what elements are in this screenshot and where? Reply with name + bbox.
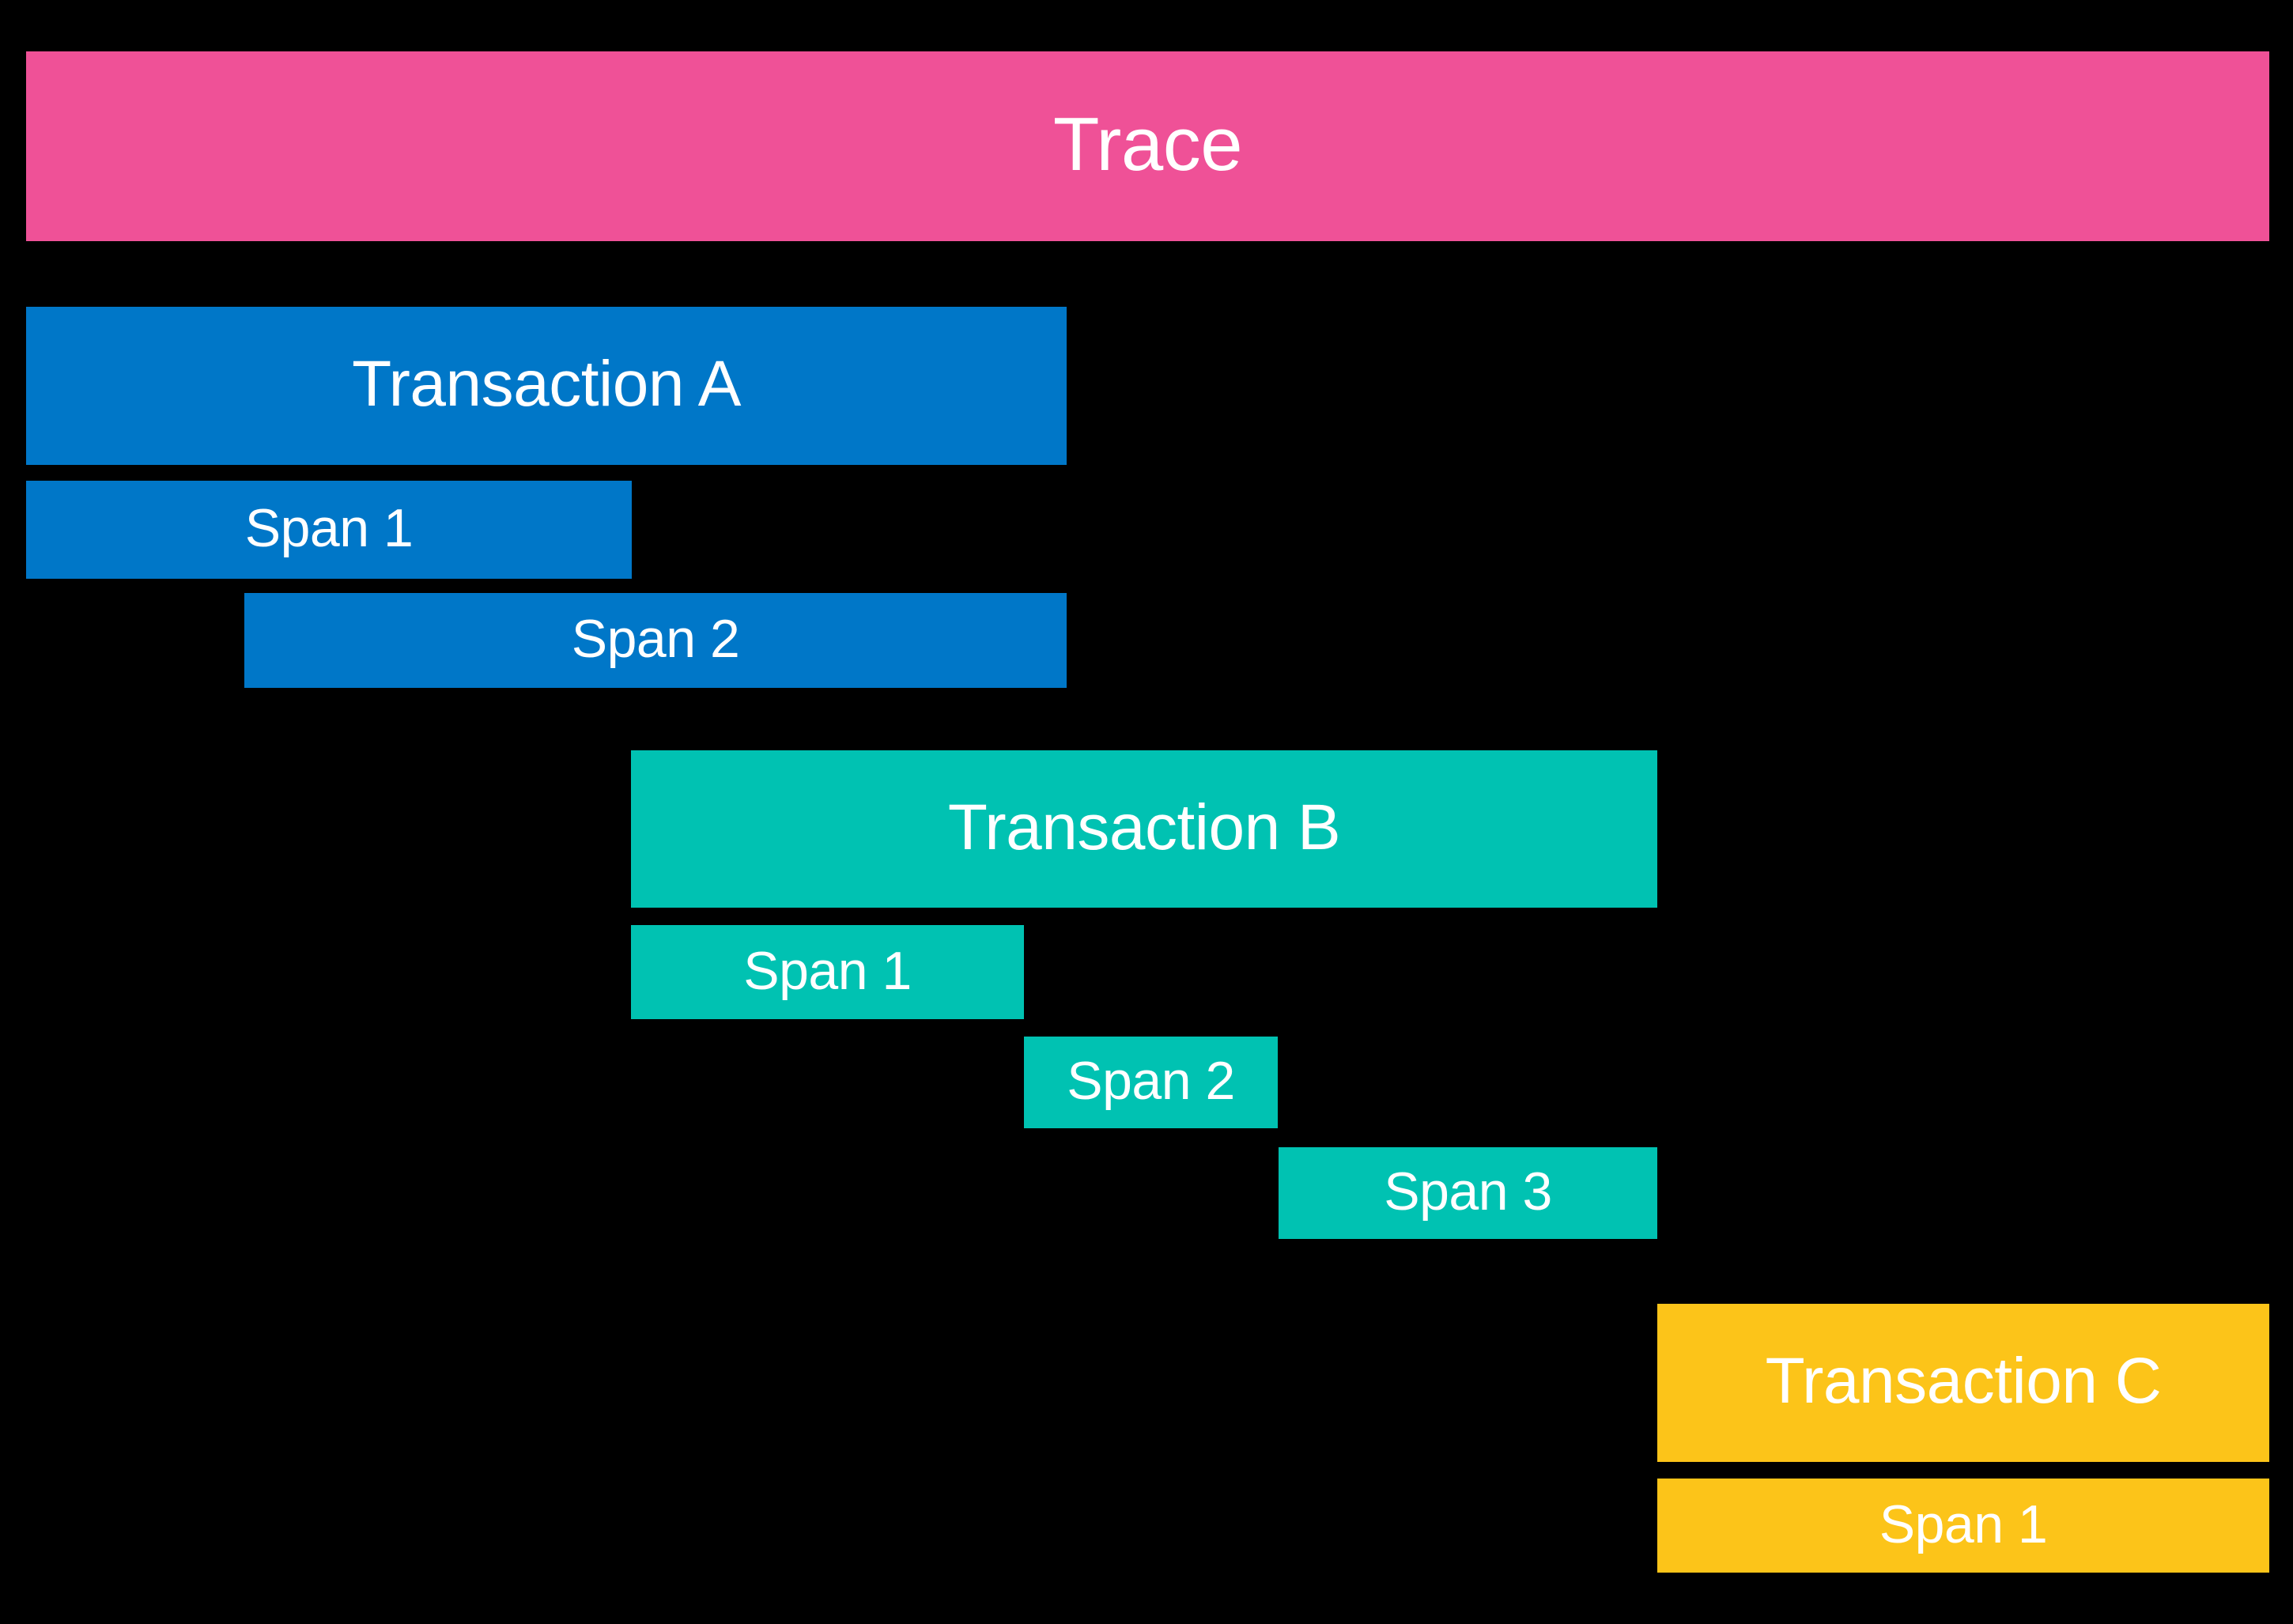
trace-root-bar[interactable]: Trace (26, 51, 2269, 241)
transaction-b-bar[interactable]: Transaction B (631, 750, 1657, 908)
transaction-c-bar[interactable]: Transaction C (1657, 1304, 2269, 1462)
transaction-a-span-1-label: Span 1 (244, 498, 414, 558)
transaction-c-label: Transaction C (1765, 1345, 2162, 1417)
transaction-b-label: Transaction B (947, 791, 1341, 863)
transaction-b-span-3-label: Span 3 (1384, 1161, 1552, 1222)
transaction-b-span-1-bar[interactable]: Span 1 (631, 925, 1024, 1019)
transaction-a-bar[interactable]: Transaction A (26, 307, 1067, 465)
transaction-a-span-1-bar[interactable]: Span 1 (26, 481, 632, 579)
transaction-a-label: Transaction A (352, 348, 741, 420)
transaction-c-span-1-bar[interactable]: Span 1 (1657, 1479, 2269, 1573)
transaction-b-span-3-bar[interactable]: Span 3 (1279, 1147, 1657, 1239)
transaction-b-span-2-label: Span 2 (1067, 1051, 1235, 1111)
transaction-a-span-2-bar[interactable]: Span 2 (244, 593, 1067, 688)
transaction-b-span-1-label: Span 1 (743, 940, 912, 1001)
trace-root-label: Trace (1052, 102, 1243, 187)
transaction-a-span-2-label: Span 2 (571, 609, 740, 669)
transaction-b-span-2-bar[interactable]: Span 2 (1024, 1037, 1278, 1128)
transaction-c-span-1-label: Span 1 (1879, 1494, 2048, 1554)
